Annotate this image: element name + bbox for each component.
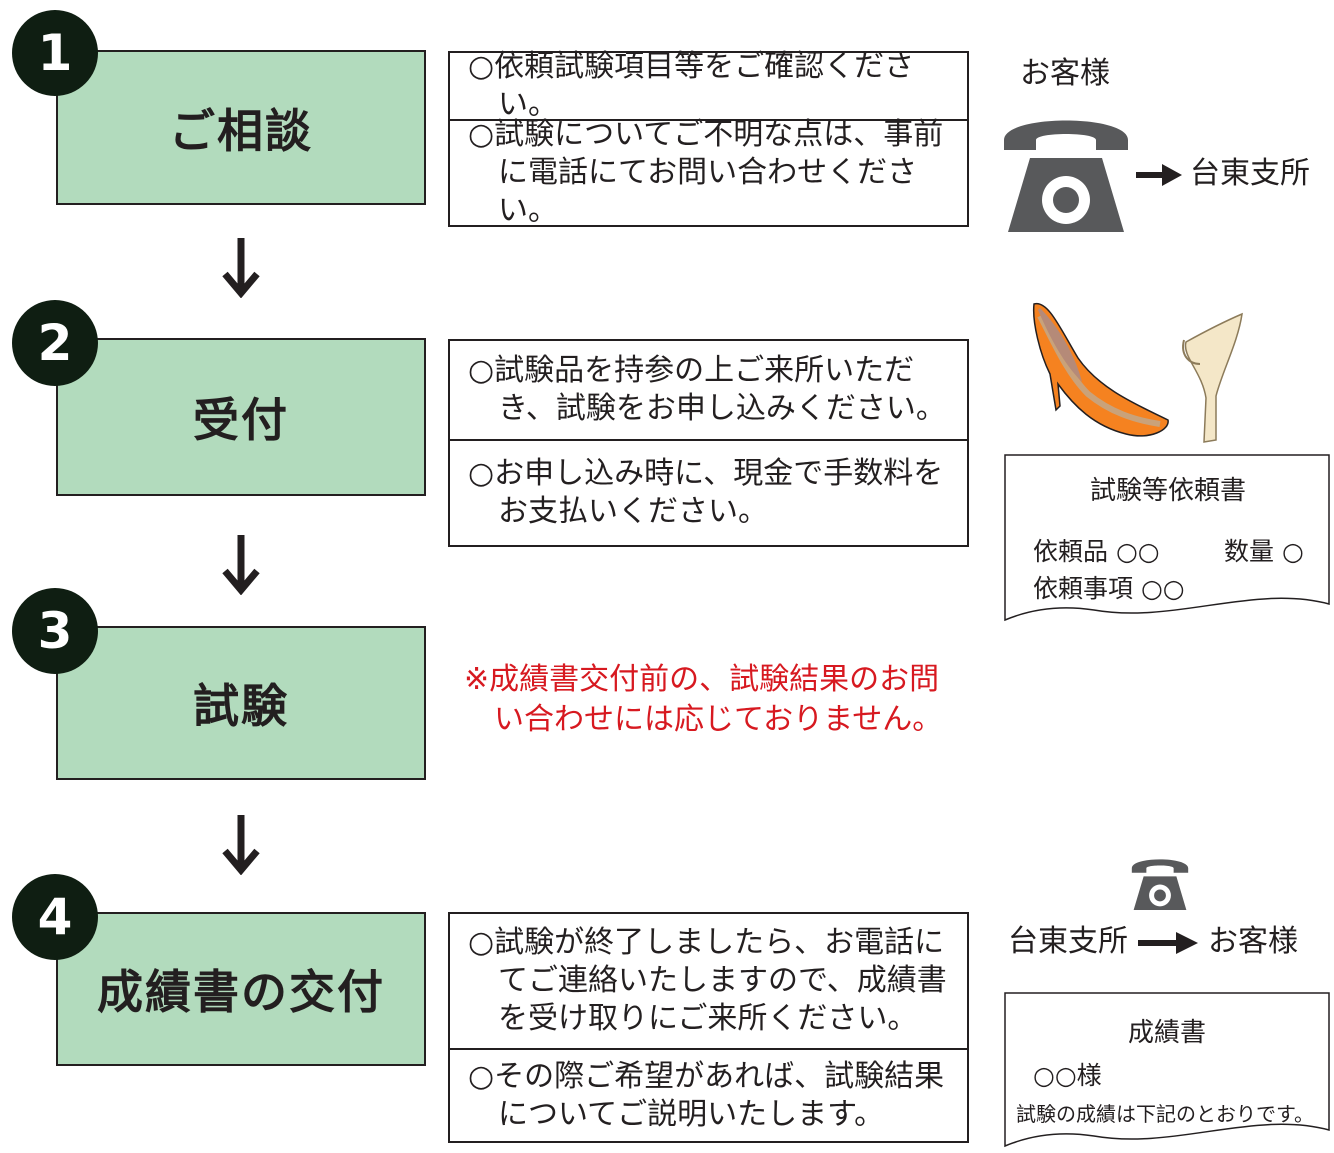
step-2-box: 受付 xyxy=(56,338,426,496)
step-1-number-badge: 1 xyxy=(12,10,98,96)
high-heel-shoe-icon xyxy=(1032,303,1169,437)
down-arrow-icon xyxy=(222,815,260,875)
request-form-title: 試験等依頼書 xyxy=(1090,476,1247,506)
report-addressee: ○○様 xyxy=(1033,1061,1102,1090)
step-2-title: 受付 xyxy=(193,393,289,447)
request-form-matter: 依頼事項 ○○ xyxy=(1033,574,1185,603)
call-out-to-label: お客様 xyxy=(1208,924,1298,959)
request-form-item: 依頼品 ○○ xyxy=(1033,537,1160,566)
report-title: 成績書 xyxy=(1128,1018,1207,1048)
step-4-notes: ○試験が終了しましたら、お電話にてご連絡いたしますので、成績書を受け取りにご来所… xyxy=(448,912,969,1143)
arrow-right-icon xyxy=(1138,932,1198,954)
step-4-title: 成績書の交付 xyxy=(97,965,385,1019)
request-form-document xyxy=(1004,454,1330,622)
step-4-note-2: ○その際ご希望があれば、試験結果についてご説明いたします。 xyxy=(450,1048,967,1141)
report-document xyxy=(1004,992,1330,1148)
step-4-note-1: ○試験が終了しましたら、お電話にてご連絡いたしますので、成績書を受け取りにご来所… xyxy=(468,925,947,1036)
step-1-notes: ○依頼試験項目等をご確認ください。 ○試験についてご不明な点は、事前に電話にてお… xyxy=(448,49,969,228)
step-2-number-badge: 2 xyxy=(12,300,98,386)
step-1-box: ご相談 xyxy=(56,50,426,205)
step-1-note-2: ○試験についてご不明な点は、事前に電話にてお問い合わせください。 xyxy=(450,117,967,228)
down-arrow-icon xyxy=(222,238,260,298)
step-2-note-1: ○試験品を持参の上ご来所いただき、試験をお申し込みください。 xyxy=(468,353,946,426)
arrow-right-icon xyxy=(1136,164,1182,186)
step-3-box: 試験 xyxy=(56,626,426,780)
step-3-title: 試験 xyxy=(193,679,289,733)
telephone-icon xyxy=(1131,859,1189,910)
call-in-to-label: 台東支所 xyxy=(1190,156,1310,191)
telephone-icon xyxy=(1004,120,1128,232)
step-2-note-2: ○お申し込み時に、現金で手数料をお支払いください。 xyxy=(450,439,967,545)
step-1-title: ご相談 xyxy=(169,103,313,158)
step-3-number-badge: 3 xyxy=(12,588,98,674)
call-out-from-label: 台東支所 xyxy=(1008,924,1128,959)
down-arrow-icon xyxy=(222,535,260,595)
step-4-box: 成績書の交付 xyxy=(56,912,426,1066)
call-in-from-label: お客様 xyxy=(1020,56,1110,91)
request-form-quantity: 数量 ○ xyxy=(1224,537,1304,566)
step-1-note-1: ○依頼試験項目等をご確認ください。 xyxy=(468,49,915,122)
step-4-number-badge: 4 xyxy=(12,874,98,960)
step-3-warning: ※成績書交付前の、試験結果のお問い合わせには応じておりません。 xyxy=(464,662,943,737)
step-2-notes: ○試験品を持参の上ご来所いただき、試験をお申し込みください。 ○お申し込み時に、… xyxy=(448,339,969,547)
report-body: 試験の成績は下記のとおりです。 xyxy=(1016,1102,1314,1126)
heel-part-icon xyxy=(1182,312,1243,443)
